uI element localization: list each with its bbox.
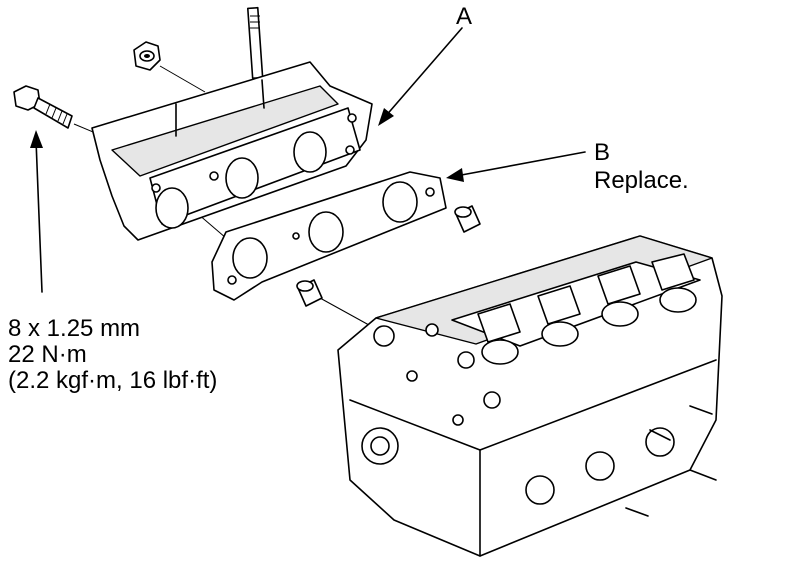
gasket-b — [211, 171, 447, 301]
leader-bolt-spec — [30, 130, 43, 293]
dowel-pin-left — [296, 279, 323, 307]
bolt-torque-spec: 22 N·m — [8, 341, 87, 368]
cylinder-head — [337, 235, 723, 557]
flange-bolt — [13, 85, 73, 129]
leader-b — [446, 151, 586, 182]
bolt-torque-alt-spec: (2.2 kgf·m, 16 lbf·ft) — [8, 367, 218, 394]
dowel-pin-right — [454, 205, 481, 233]
intake-manifold-a — [91, 61, 373, 241]
bolt-size-spec: 8 x 1.25 mm — [8, 315, 141, 342]
leader-a — [378, 27, 463, 126]
guide-line-nut — [159, 65, 206, 93]
callout-b-note: Replace. — [594, 167, 689, 194]
callout-a-label: A — [456, 3, 473, 30]
flange-nut — [133, 41, 161, 71]
stud-bolt — [246, 6, 264, 80]
callout-b-label: B — [594, 139, 611, 166]
